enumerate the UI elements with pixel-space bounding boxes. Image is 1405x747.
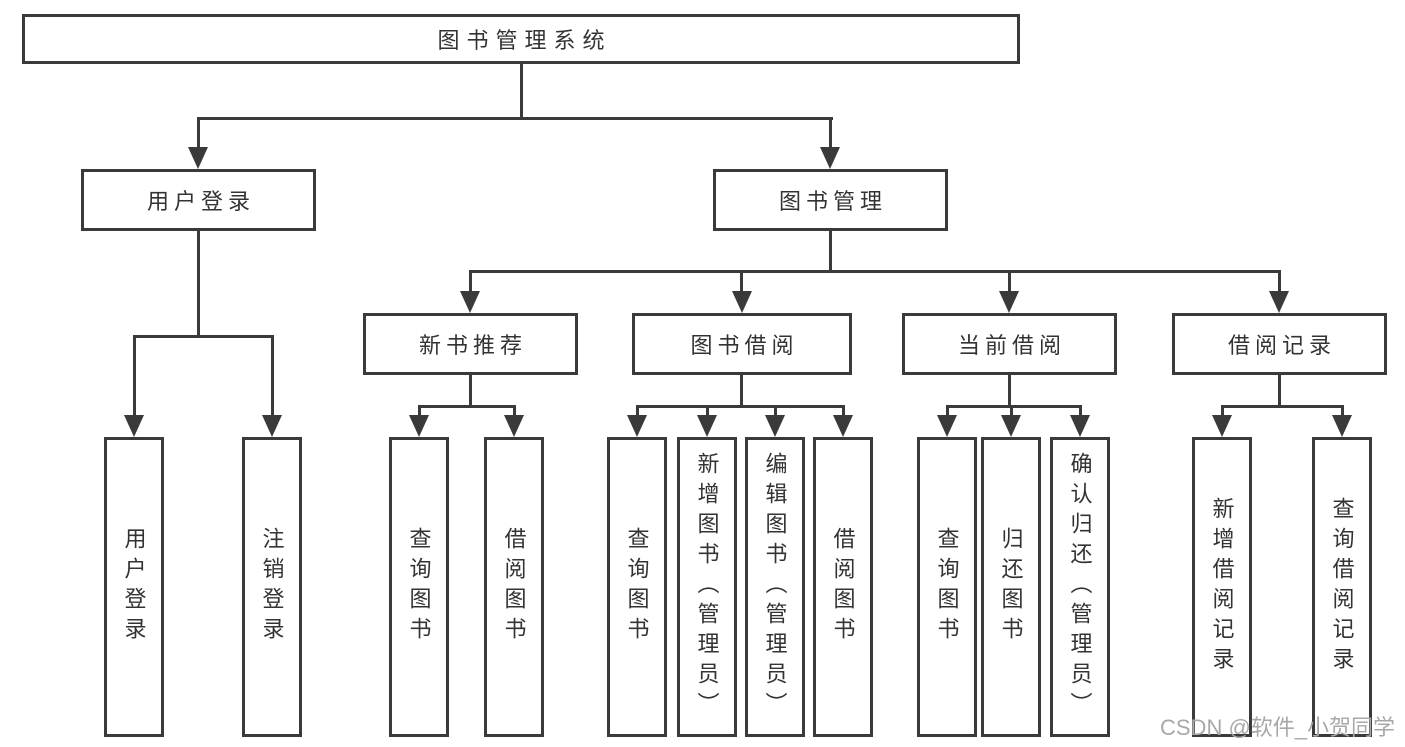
- node-current-borrow: 当前借阅: [902, 313, 1117, 375]
- leaf-logout: 注销登录: [242, 437, 302, 737]
- node-book-borrow-label: 图书借阅: [690, 333, 799, 358]
- node-book-management: 图书管理: [713, 169, 948, 231]
- leaf-return-books: 归还图书: [981, 437, 1041, 737]
- connector-line: [418, 405, 421, 419]
- leaf-query-books-recommend: 查询图书: [389, 437, 449, 737]
- leaf-query-borrow-record: 查询借阅记录: [1312, 437, 1372, 737]
- connector-line: [1341, 405, 1344, 419]
- connector-line: [1278, 270, 1281, 293]
- leaf-borrow-books-label: 借阅图书: [830, 527, 856, 647]
- connector-line: [636, 405, 639, 419]
- node-root-label: 图书管理系统: [437, 28, 612, 53]
- connector-line: [197, 117, 200, 150]
- leaf-confirm-return-admin-label: 确认归还（管理员）: [1067, 452, 1093, 722]
- leaf-add-borrow-record-label: 新增借阅记录: [1209, 497, 1235, 677]
- leaf-query-books-borrow-label: 查询图书: [624, 527, 650, 647]
- connector-line: [133, 335, 274, 338]
- connector-line: [1221, 405, 1344, 408]
- arrow-down-icon: [937, 415, 957, 437]
- connector-line: [946, 405, 1082, 408]
- node-new-book-recommend: 新书推荐: [363, 313, 578, 375]
- arrow-down-icon: [833, 415, 853, 437]
- leaf-add-books-admin-label: 新增图书（管理员）: [694, 452, 720, 722]
- leaf-borrow-books: 借阅图书: [813, 437, 873, 737]
- connector-line: [842, 405, 845, 419]
- node-borrow-record-label: 借阅记录: [1227, 333, 1336, 358]
- arrow-down-icon: [1269, 291, 1289, 313]
- arrow-down-icon: [504, 415, 524, 437]
- connector-line: [1221, 405, 1224, 419]
- connector-line: [418, 405, 516, 408]
- connector-line: [1079, 405, 1082, 419]
- leaf-logout-label: 注销登录: [259, 527, 285, 647]
- arrow-down-icon: [124, 415, 144, 437]
- connector-line: [1008, 270, 1011, 293]
- arrow-down-icon: [765, 415, 785, 437]
- leaf-edit-books-admin: 编辑图书（管理员）: [745, 437, 805, 737]
- connector-line: [740, 270, 743, 293]
- leaf-query-books-recommend-label: 查询图书: [406, 527, 432, 647]
- arrow-down-icon: [999, 291, 1019, 313]
- arrow-down-icon: [697, 415, 717, 437]
- connector-line: [706, 405, 709, 419]
- connector-line: [829, 117, 832, 150]
- connector-line: [469, 270, 472, 293]
- arrow-down-icon: [188, 147, 208, 169]
- connector-line: [1010, 405, 1013, 419]
- connector-line: [1008, 375, 1011, 407]
- leaf-user-login: 用户登录: [104, 437, 164, 737]
- leaf-edit-books-admin-label: 编辑图书（管理员）: [762, 452, 788, 722]
- leaf-add-books-admin: 新增图书（管理员）: [677, 437, 737, 737]
- leaf-user-login-label: 用户登录: [121, 527, 147, 647]
- connector-line: [636, 405, 845, 408]
- leaf-borrow-books-recommend-label: 借阅图书: [501, 527, 527, 647]
- node-borrow-record: 借阅记录: [1172, 313, 1387, 375]
- node-root: 图书管理系统: [22, 14, 1020, 64]
- connector-line: [469, 270, 1281, 273]
- leaf-borrow-books-recommend: 借阅图书: [484, 437, 544, 737]
- node-new-book-recommend-label: 新书推荐: [418, 333, 527, 358]
- arrow-down-icon: [820, 147, 840, 169]
- node-user-login: 用户登录: [81, 169, 316, 231]
- connector-line: [133, 335, 136, 417]
- leaf-query-books-borrow: 查询图书: [607, 437, 667, 737]
- arrow-down-icon: [1070, 415, 1090, 437]
- arrow-down-icon: [627, 415, 647, 437]
- node-user-login-label: 用户登录: [146, 189, 255, 214]
- arrow-down-icon: [1332, 415, 1352, 437]
- leaf-confirm-return-admin: 确认归还（管理员）: [1050, 437, 1110, 737]
- watermark-text: CSDN @软件_小贺同学: [1160, 715, 1396, 740]
- arrow-down-icon: [409, 415, 429, 437]
- node-current-borrow-label: 当前借阅: [957, 333, 1066, 358]
- leaf-add-borrow-record: 新增借阅记录: [1192, 437, 1252, 737]
- connector-line: [740, 375, 743, 407]
- connector-line: [469, 375, 472, 407]
- node-book-management-label: 图书管理: [778, 189, 887, 214]
- connector-line: [271, 335, 274, 417]
- arrow-down-icon: [732, 291, 752, 313]
- connector-line: [1278, 375, 1281, 407]
- connector-line: [520, 64, 523, 120]
- leaf-query-borrow-record-label: 查询借阅记录: [1329, 497, 1355, 677]
- connector-line: [513, 405, 516, 419]
- connector-line: [774, 405, 777, 419]
- arrow-down-icon: [460, 291, 480, 313]
- arrow-down-icon: [1001, 415, 1021, 437]
- arrow-down-icon: [1212, 415, 1232, 437]
- connector-line: [197, 231, 200, 337]
- connector-line: [829, 231, 832, 272]
- connector-line: [946, 405, 949, 419]
- node-book-borrow: 图书借阅: [632, 313, 852, 375]
- leaf-query-books-current-label: 查询图书: [934, 527, 960, 647]
- connector-line: [197, 117, 833, 120]
- arrow-down-icon: [262, 415, 282, 437]
- leaf-query-books-current: 查询图书: [917, 437, 977, 737]
- leaf-return-books-label: 归还图书: [998, 527, 1024, 647]
